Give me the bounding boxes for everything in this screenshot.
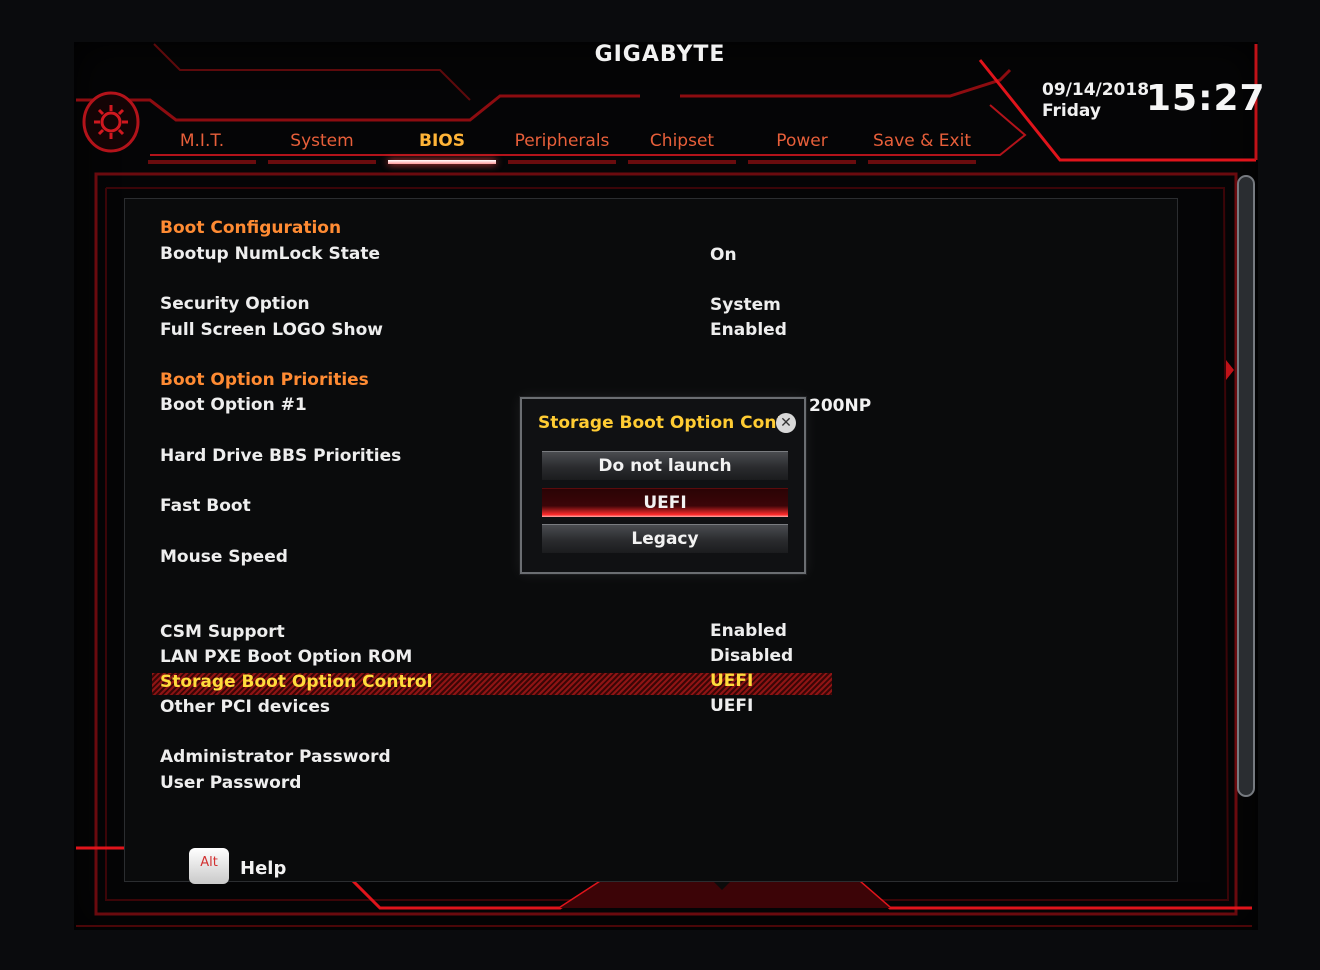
setting-administrator-password[interactable]: Administrator Password — [160, 747, 391, 767]
popup-title: Storage Boot Option Contr — [538, 413, 793, 433]
alt-key-icon[interactable]: Alt — [189, 848, 229, 884]
option-popup: Storage Boot Option Contr ✕ Do not launc… — [520, 397, 806, 574]
tab-save-exit[interactable]: Save & Exit — [868, 128, 976, 164]
setting-security-option[interactable]: Security Option — [160, 294, 310, 314]
tab-power[interactable]: Power — [748, 128, 856, 164]
setting-boot-option-1[interactable]: Boot Option #1 — [160, 395, 307, 415]
selection-highlight — [152, 673, 832, 695]
section-boot-option-priorities: Boot Option Priorities — [160, 370, 369, 390]
tab-system[interactable]: System — [268, 128, 376, 164]
option-uefi[interactable]: UEFI — [542, 488, 788, 517]
value-storage-boot-option-control[interactable]: UEFI — [710, 671, 754, 691]
gear-icon[interactable] — [80, 86, 142, 158]
tab-mit[interactable]: M.I.T. — [148, 128, 256, 164]
brand-logo: GIGABYTE — [594, 42, 726, 67]
tab-chipset[interactable]: Chipset — [628, 128, 736, 164]
main-tabs: M.I.T. System BIOS Peripherals Chipset P… — [148, 128, 988, 164]
setting-user-password[interactable]: User Password — [160, 773, 302, 793]
value-bootup-numlock[interactable]: On — [710, 245, 737, 265]
value-other-pci-devices[interactable]: UEFI — [710, 696, 754, 716]
date-display: 09/14/2018 Friday — [1042, 80, 1149, 122]
help-button[interactable]: Help — [240, 858, 287, 879]
date-text: 09/14/2018 — [1042, 80, 1150, 100]
setting-storage-boot-option-control[interactable]: Storage Boot Option Control — [160, 672, 433, 692]
tab-peripherals[interactable]: Peripherals — [508, 128, 616, 164]
option-do-not-launch[interactable]: Do not launch — [542, 451, 788, 480]
value-lan-pxe[interactable]: Disabled — [710, 646, 794, 666]
section-boot-configuration: Boot Configuration — [160, 218, 342, 238]
setting-bootup-numlock[interactable]: Bootup NumLock State — [160, 244, 380, 264]
setting-csm-support[interactable]: CSM Support — [160, 622, 285, 642]
day-text: Friday — [1042, 101, 1101, 121]
close-icon[interactable]: ✕ — [776, 413, 796, 433]
tab-bios[interactable]: BIOS — [388, 128, 496, 164]
setting-mouse-speed[interactable]: Mouse Speed — [160, 547, 288, 567]
setting-hdd-bbs-priorities[interactable]: Hard Drive BBS Priorities — [160, 446, 402, 466]
value-security-option[interactable]: System — [710, 295, 781, 315]
setting-fast-boot[interactable]: Fast Boot — [160, 496, 251, 516]
setting-full-screen-logo[interactable]: Full Screen LOGO Show — [160, 320, 383, 340]
setting-other-pci-devices[interactable]: Other PCI devices — [160, 697, 331, 717]
setting-lan-pxe[interactable]: LAN PXE Boot Option ROM — [160, 647, 413, 667]
option-legacy[interactable]: Legacy — [542, 524, 788, 553]
value-full-screen-logo[interactable]: Enabled — [710, 320, 787, 340]
value-boot-option-1[interactable]: 200NP — [809, 396, 872, 416]
value-csm-support[interactable]: Enabled — [710, 621, 787, 641]
clock-time: 15:27 — [1146, 78, 1266, 119]
